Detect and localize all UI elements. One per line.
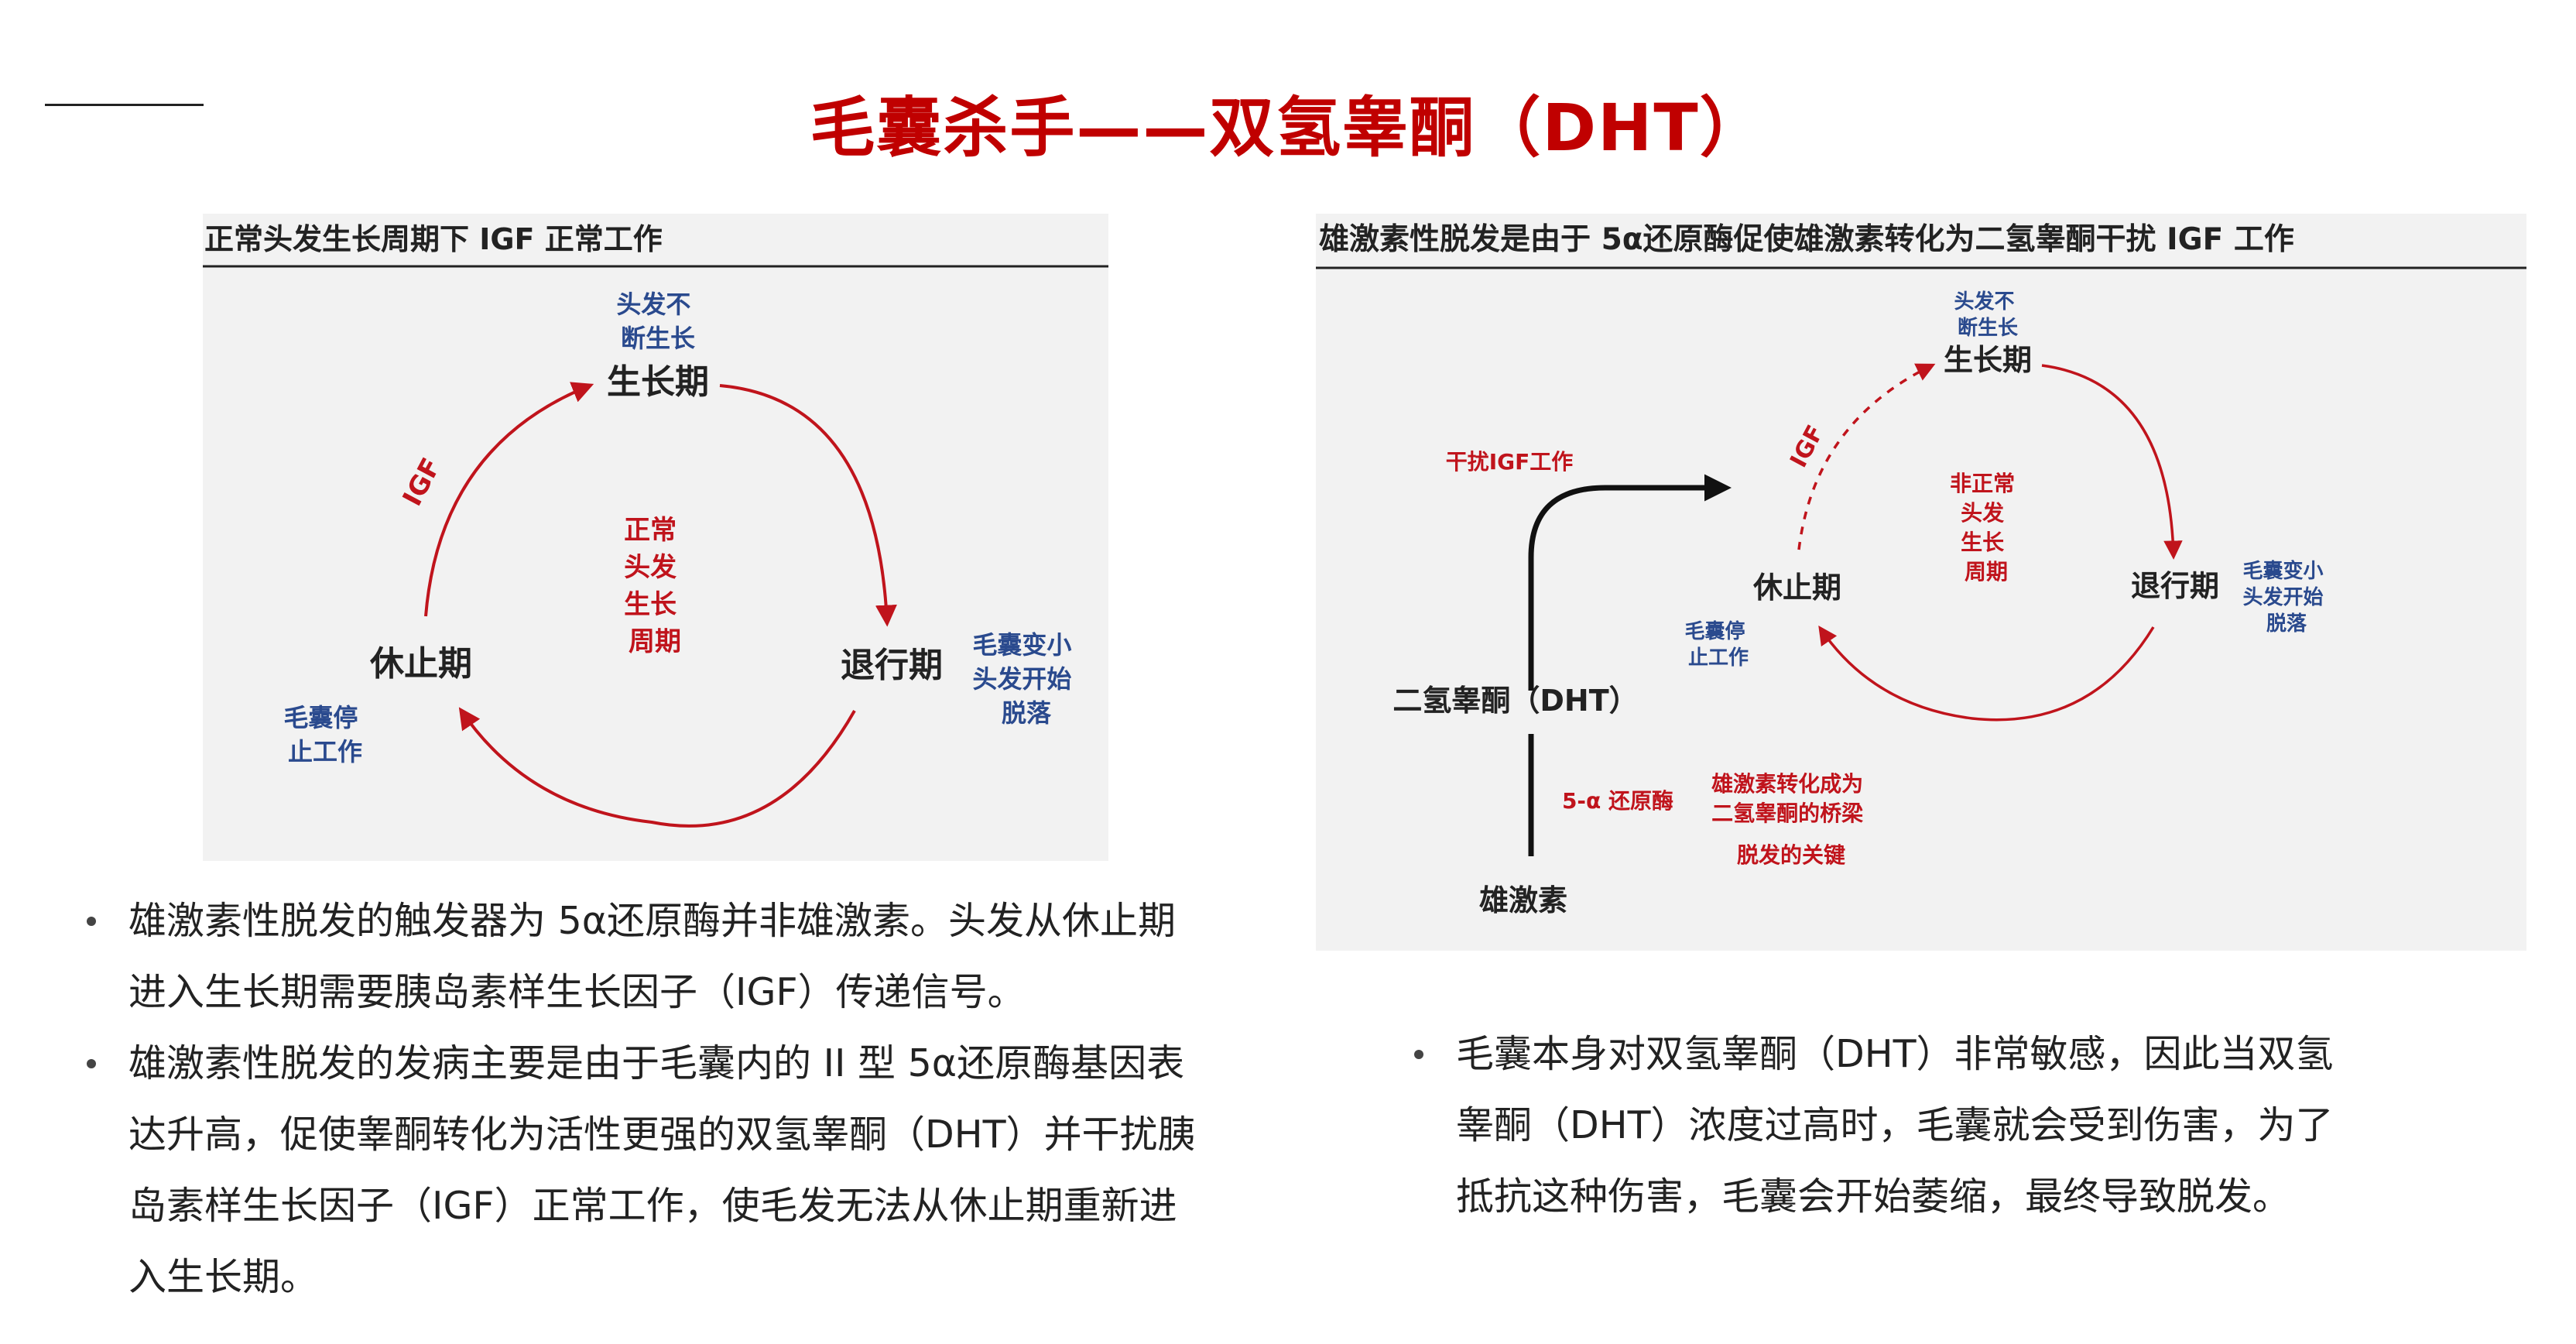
resting-phase-label: 休止期 (1752, 571, 1841, 605)
androgen-label: 雄激素 (1479, 883, 1567, 917)
igf-label: IGF (397, 453, 447, 511)
resting-to-growth-arrow (424, 382, 594, 617)
header-rule (45, 104, 204, 106)
blocked-resting-to-growth-arrow (1797, 363, 1936, 550)
interfere-igf-label: 干扰IGF工作 (1446, 449, 1574, 475)
right-bullet-list: 毛囊本身对双氢睾酮（DHT）非常敏感，因此当双氢 睾酮（DHT）浓度过高时，毛囊… (1374, 1019, 2458, 1233)
dht-interference-svg: 雄激素性脱发是由于 5α还原酶促使雄激素转化为二氢睾酮干扰 IGF 工作 头发不… (1316, 222, 2526, 917)
growth-phase-label: 生长期 (1944, 343, 2032, 377)
resting-phase-label: 休止期 (369, 644, 472, 684)
resting-note: 毛囊停 止工作 (283, 703, 366, 766)
regression-to-resting-arrow (458, 707, 856, 828)
bridge-text: 雄激素转化成为 二氢睾酮的桥梁 脱发的关键 (1711, 771, 1871, 868)
regression-note: 毛囊变小 头发开始 脱落 (2242, 559, 2330, 636)
resting-note: 毛囊停 止工作 (1684, 619, 1752, 670)
regression-phase-label: 退行期 (2131, 569, 2219, 603)
enzyme-label: 5-α 还原酶 (1562, 788, 1673, 814)
dht-interfere-arrow (1528, 474, 1732, 691)
regression-to-resting-arrow (1818, 625, 2155, 722)
growth-note: 头发不 断生长 (1954, 290, 2021, 340)
regression-note: 毛囊变小 头发开始 脱落 (972, 630, 1080, 728)
dht-heading: 雄激素性脱发是由于 5α还原酶促使雄激素转化为二氢睾酮干扰 IGF 工作 (1319, 222, 2294, 257)
dht-interference-diagram: 雄激素性脱发是由于 5α还原酶促使雄激素转化为二氢睾酮干扰 IGF 工作 头发不… (1316, 214, 2526, 951)
growth-to-regression-arrow (719, 384, 897, 627)
left-bullet-list: 雄激素性脱发的触发器为 5α还原酶并非雄激素。头发从休止期 进入生长期需要胰岛素… (46, 886, 1285, 1313)
bullet-item: 雄激素性脱发的触发器为 5α还原酶并非雄激素。头发从休止期 进入生长期需要胰岛素… (46, 886, 1285, 1028)
growth-to-regression-arrow (2041, 364, 2183, 560)
igf-label: IGF (1785, 421, 1829, 472)
growth-phase-label: 生长期 (607, 362, 709, 402)
page-title: 毛囊杀手——双氢睾酮（DHT） (810, 90, 1766, 166)
normal-cycle-svg: 正常头发生长周期下 IGF 正常工作 头发不 断生长 生长期 IGF 正常 头发… (203, 222, 1108, 828)
abnormal-cycle-center-text: 非正常 头发 生长 周期 (1950, 471, 2023, 585)
dht-label: 二氢睾酮（DHT） (1392, 684, 1638, 718)
normal-cycle-diagram: 正常头发生长周期下 IGF 正常工作 头发不 断生长 生长期 IGF 正常 头发… (203, 214, 1108, 861)
bullet-item: 雄激素性脱发的发病主要是由于毛囊内的 II 型 5α还原酶基因表 达升高，促使睾… (46, 1028, 1285, 1313)
growth-note: 头发不 断生长 (616, 290, 699, 353)
bullet-item: 毛囊本身对双氢睾酮（DHT）非常敏感，因此当双氢 睾酮（DHT）浓度过高时，毛囊… (1374, 1019, 2458, 1233)
normal-cycle-center-text: 正常 头发 生长 周期 (624, 515, 686, 657)
regression-phase-label: 退行期 (841, 646, 943, 685)
normal-heading: 正常头发生长周期下 IGF 正常工作 (204, 222, 663, 256)
